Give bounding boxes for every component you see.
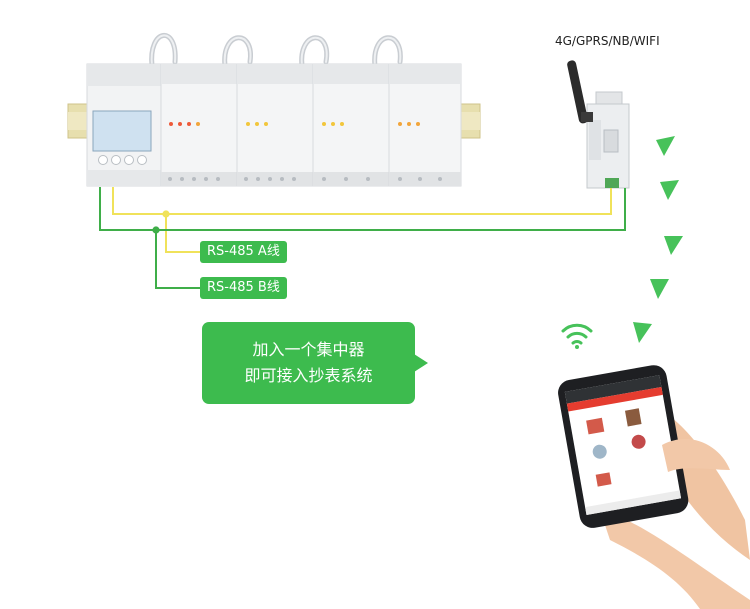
arrow-down-icon bbox=[664, 236, 683, 255]
arrow-down-icon bbox=[656, 136, 675, 156]
wifi-icon bbox=[561, 323, 593, 349]
terminal-screws bbox=[168, 177, 442, 181]
rs485-a-label: RS-485 A线 bbox=[200, 241, 287, 263]
arrow-down-icon bbox=[650, 279, 669, 299]
meter-cables bbox=[149, 32, 403, 69]
rs485-b-line bbox=[99, 187, 626, 289]
callout-line-1: 加入一个集中器 bbox=[252, 340, 365, 359]
antenna-icon bbox=[567, 60, 593, 124]
phone-screen bbox=[564, 375, 682, 515]
gateway-device bbox=[586, 91, 630, 189]
rs485-a-line bbox=[112, 187, 612, 253]
gateway-label: 4G/GPRS/NB/WIFI bbox=[555, 34, 660, 48]
main-module-buttons bbox=[98, 155, 147, 165]
phone-hand bbox=[558, 365, 750, 609]
callout-line-2: 即可接入抄表系统 bbox=[244, 366, 373, 385]
app-icons bbox=[586, 408, 646, 487]
meter-module-2 bbox=[236, 63, 314, 187]
meter-module-1 bbox=[160, 63, 238, 187]
meter-module-4 bbox=[388, 63, 462, 187]
signal-arrows bbox=[633, 136, 683, 343]
callout-bubble: 加入一个集中器 即可接入抄表系统 bbox=[202, 322, 428, 404]
meter-main-module bbox=[86, 63, 162, 187]
arrow-down-icon bbox=[633, 322, 652, 343]
rs485-b-label: RS-485 B线 bbox=[200, 277, 287, 299]
meter-module-3 bbox=[312, 63, 390, 187]
arrow-down-icon bbox=[660, 180, 679, 200]
